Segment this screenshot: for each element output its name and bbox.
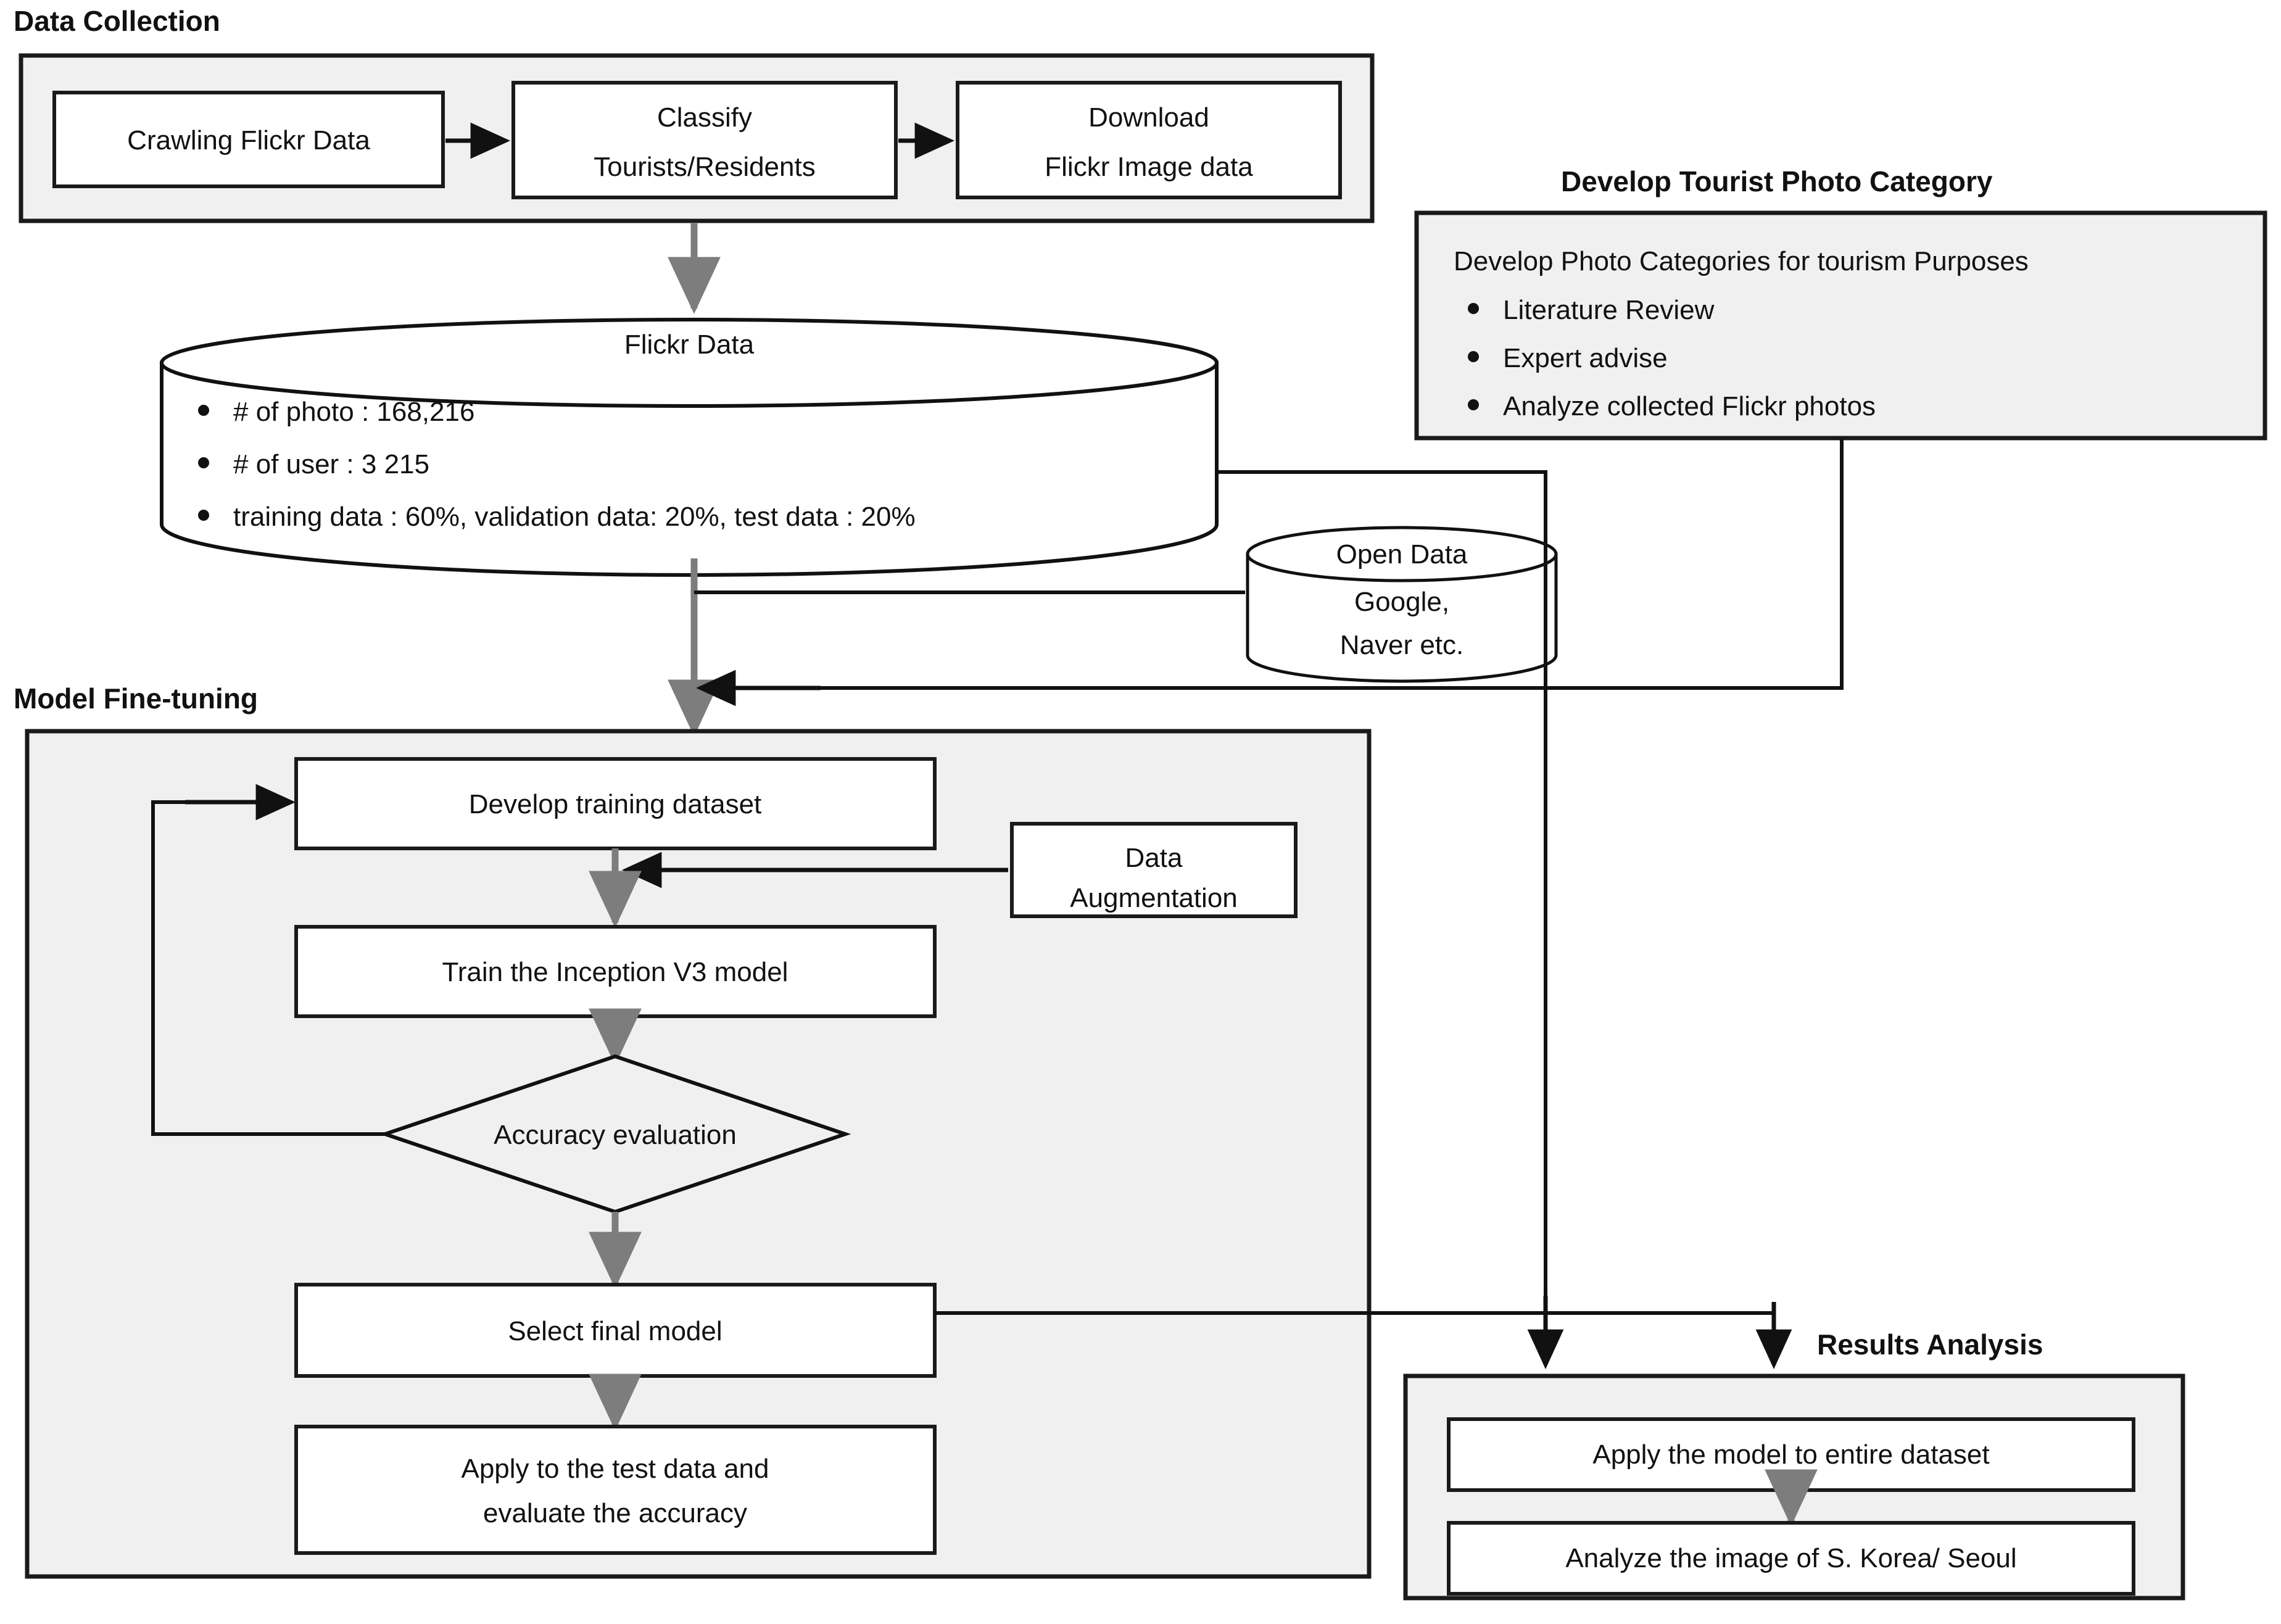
open-data-title: Open Data	[1336, 539, 1468, 570]
flickr-bullet-3: training data : 60%, validation data: 20…	[233, 502, 916, 532]
box-download-flickr-image-data[interactable]	[956, 81, 1342, 199]
panel-develop-tourist-photo-category	[1414, 210, 2267, 441]
bullet-dot-icon	[198, 510, 209, 521]
box-apply-test-data[interactable]	[294, 1425, 937, 1555]
open-data-line1: Google,	[1354, 587, 1449, 617]
develop-category-bullet-3: Analyze collected Flickr photos	[1503, 391, 1876, 421]
box-apply-test-line2: evaluate the accuracy	[483, 1498, 747, 1528]
develop-category-bullet-1: Literature Review	[1503, 295, 1715, 325]
bullet-dot-icon	[198, 457, 209, 468]
open-data-line2: Naver etc.	[1340, 630, 1464, 660]
box-train-inception-v3-label: Train the Inception V3 model	[442, 957, 789, 987]
section-title-data-collection: Data Collection	[14, 5, 220, 37]
bullet-dot-icon	[1468, 303, 1479, 314]
box-train-inception-v3[interactable]	[294, 925, 937, 1018]
box-data-augmentation[interactable]	[1010, 822, 1298, 918]
box-select-final-model-label: Select final model	[508, 1316, 722, 1346]
flickr-bullet-2: # of user : 3 215	[233, 449, 429, 479]
bullet-dot-icon	[1468, 399, 1479, 410]
bullet-dot-icon	[1468, 351, 1479, 362]
section-title-develop-category: Develop Tourist Photo Category	[1561, 165, 1993, 197]
bullet-dot-icon	[198, 405, 209, 416]
box-crawling-flickr-data[interactable]	[52, 91, 445, 188]
box-crawling-flickr-data-label: Crawling Flickr Data	[127, 125, 370, 155]
box-develop-training-dataset-label: Develop training dataset	[469, 789, 762, 819]
cylinder-flickr-data-title: Flickr Data	[624, 329, 755, 360]
box-apply-model-entire-dataset-label: Apply the model to entire dataset	[1592, 1440, 1989, 1470]
box-analyze-image-korea-seoul-label: Analyze the image of S. Korea/ Seoul	[1565, 1543, 2016, 1573]
develop-category-bullet-2: Expert advise	[1503, 343, 1668, 373]
box-download-line2: Flickr Image data	[1045, 152, 1253, 182]
cylinder-open-data[interactable]	[1246, 526, 1558, 683]
box-select-final-model[interactable]	[294, 1283, 937, 1378]
connector-flickrdata-right-down	[1217, 470, 1547, 1353]
section-title-model-finetuning: Model Fine-tuning	[14, 682, 258, 715]
diamond-accuracy-evaluation-label: Accuracy evaluation	[494, 1120, 737, 1150]
box-classify-line2: Tourists/Residents	[594, 152, 815, 182]
box-data-augmentation-line1: Data	[1125, 843, 1183, 873]
section-title-results-analysis: Results Analysis	[1817, 1328, 2043, 1361]
box-analyze-image-korea-seoul[interactable]	[1447, 1521, 2135, 1596]
develop-category-heading: Develop Photo Categories for tourism Pur…	[1454, 246, 2029, 276]
connector-category-to-finetuning	[703, 439, 1844, 690]
box-classify-line1: Classify	[657, 102, 752, 133]
box-apply-test-line1: Apply to the test data and	[461, 1454, 769, 1484]
box-classify-tourists-residents[interactable]	[511, 81, 898, 199]
cylinder-flickr-data[interactable]	[160, 318, 1219, 577]
box-data-augmentation-line2: Augmentation	[1070, 883, 1238, 913]
flickr-bullet-1: # of photo : 168,216	[233, 397, 474, 427]
box-download-line1: Download	[1088, 102, 1209, 133]
